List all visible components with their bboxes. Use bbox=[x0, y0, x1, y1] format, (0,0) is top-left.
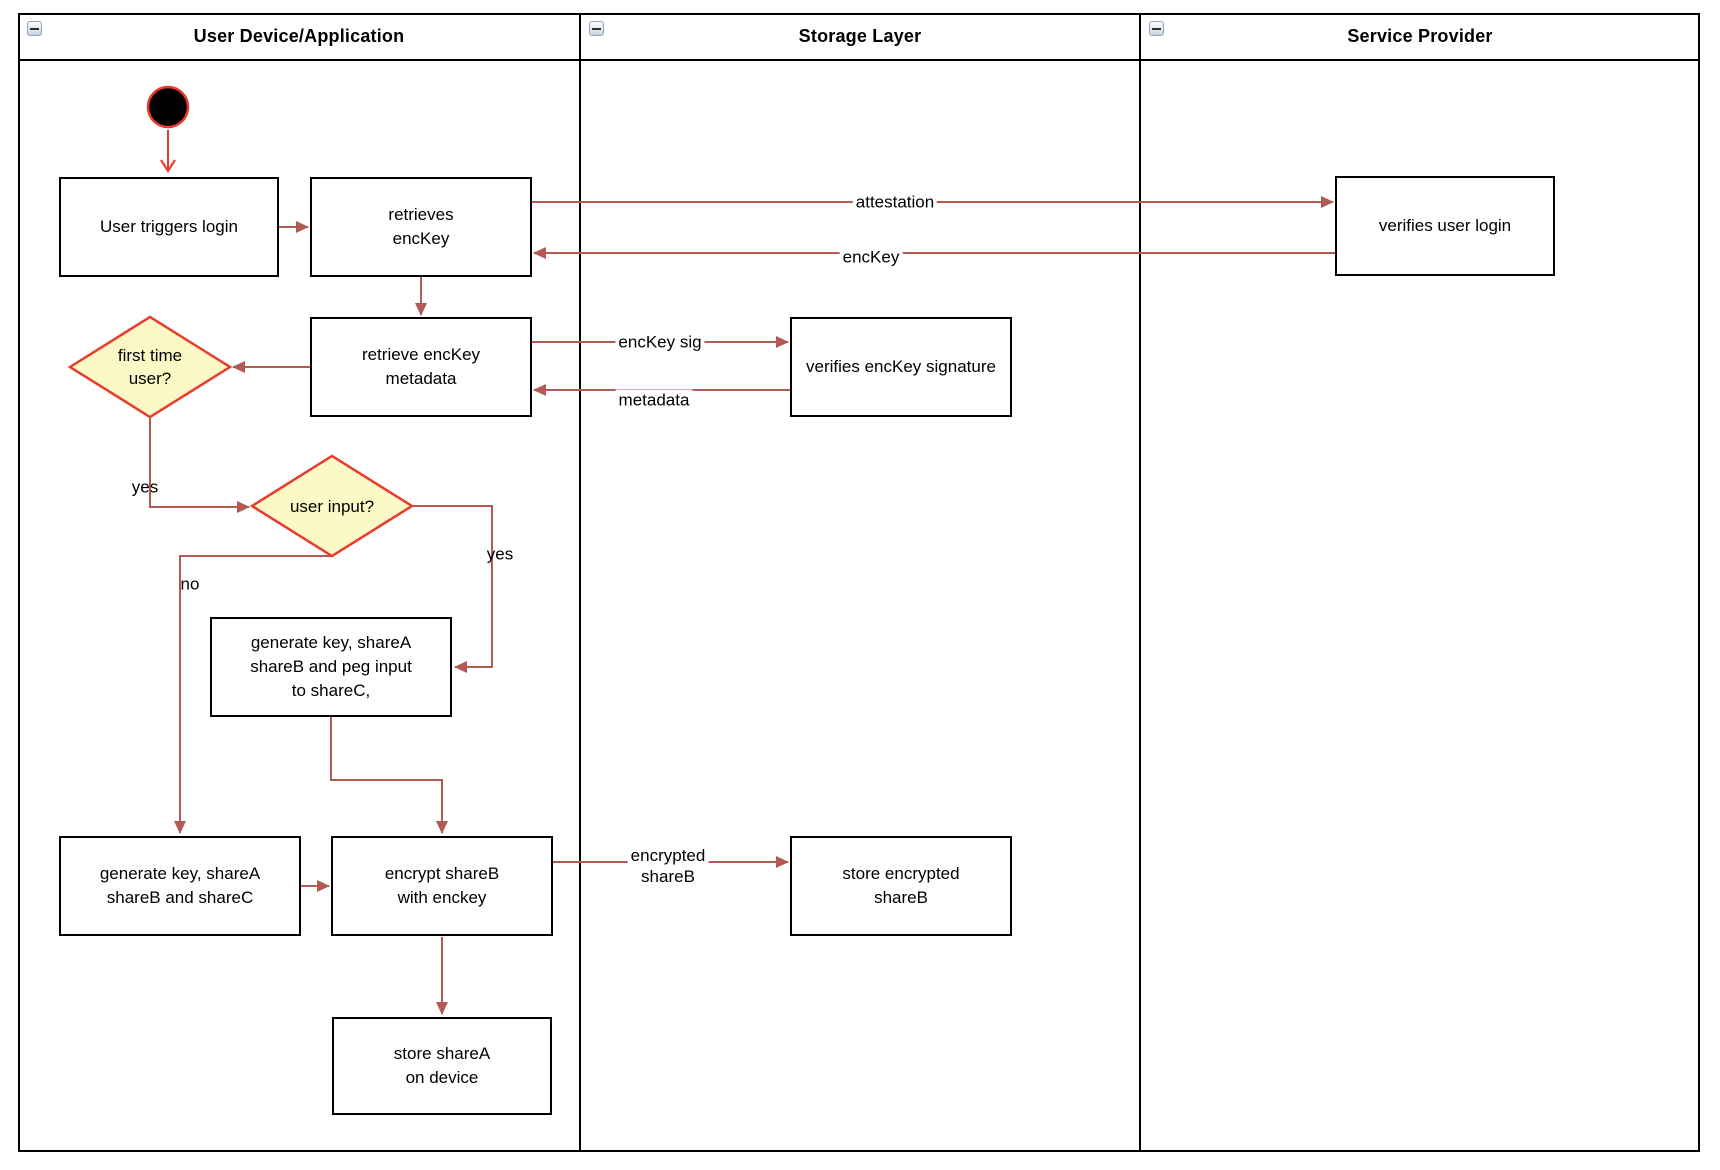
diagram-frame bbox=[18, 13, 1700, 1152]
collapse-icon[interactable] bbox=[589, 21, 604, 36]
minus-icon bbox=[30, 27, 39, 30]
lane-header-service-provider: Service Provider bbox=[1140, 13, 1700, 59]
decision-label-first-time-user: first time user? bbox=[117, 346, 183, 388]
lane-title-service-provider: Service Provider bbox=[1347, 25, 1493, 46]
node-verifies-user-login: verifies user login bbox=[1335, 176, 1555, 276]
edge-label-enckey-sig: encKey sig bbox=[615, 331, 705, 353]
node-user-triggers-login: User triggers login bbox=[59, 177, 279, 277]
node-encrypt-shareb: encrypt shareB with enckey bbox=[331, 836, 553, 936]
edge-label-encrypted-shareb: encrypted shareB bbox=[627, 845, 709, 887]
lane-divider-1 bbox=[579, 13, 581, 1152]
node-store-encrypted-shareb: store encrypted shareB bbox=[790, 836, 1012, 936]
node-generate-key-sharec: generate key, shareA shareB and shareC bbox=[59, 836, 301, 936]
edge-label-metadata: metadata bbox=[615, 389, 693, 411]
edge-label-user-input-no: no bbox=[180, 574, 200, 594]
decision-label-user-input: user input? bbox=[289, 496, 375, 516]
edge-label-attestation: attestation bbox=[852, 191, 938, 213]
lane-header-underline bbox=[18, 59, 1700, 61]
node-retrieves-enckey: retrieves encKey bbox=[310, 177, 532, 277]
lane-header-user-device: User Device/Application bbox=[18, 13, 580, 59]
lane-divider-2 bbox=[1139, 13, 1141, 1152]
collapse-icon[interactable] bbox=[27, 21, 42, 36]
node-retrieve-enckey-metadata: retrieve encKey metadata bbox=[310, 317, 532, 417]
minus-icon bbox=[592, 27, 601, 30]
node-verifies-enckey-signature: verifies encKey signature bbox=[790, 317, 1012, 417]
lane-title-storage-layer: Storage Layer bbox=[798, 25, 922, 46]
edge-label-enckey: encKey bbox=[839, 246, 903, 268]
edge-label-first-time-yes: yes bbox=[131, 477, 159, 497]
node-generate-key-peg-input: generate key, shareA shareB and peg inpu… bbox=[210, 617, 452, 717]
lane-header-storage-layer: Storage Layer bbox=[580, 13, 1140, 59]
lane-title-user-device: User Device/Application bbox=[193, 25, 405, 46]
edge-label-user-input-yes: yes bbox=[486, 544, 514, 564]
collapse-icon[interactable] bbox=[1149, 21, 1164, 36]
minus-icon bbox=[1152, 27, 1161, 30]
node-store-sharea: store shareA on device bbox=[332, 1017, 552, 1115]
